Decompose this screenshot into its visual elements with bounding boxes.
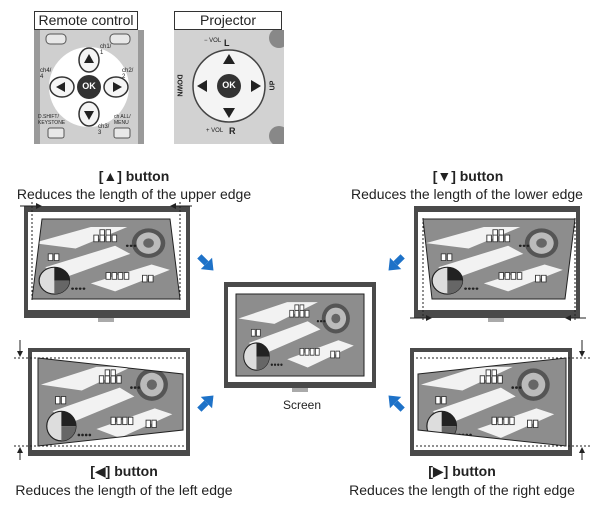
projector-panel-photo: OK L R − VOL + VOL DOWN UP [174, 30, 284, 144]
remote-left-label: ch4/ 4 [40, 68, 52, 80]
projector-vol-plus: + VOL [206, 128, 224, 134]
left-example-screen [14, 340, 190, 460]
menu-label: ch ALL/ MENU [114, 114, 131, 126]
down-button-desc: Reduces the length of the lower edge [351, 186, 583, 202]
projector-l-label: L [224, 38, 230, 48]
remote-control-photo: OK ch1/ 1 ch2/ 2 ch4/ 4 ch3/ 3 D.SHIFT/ … [34, 30, 144, 144]
arrow-down-left [197, 395, 214, 412]
arrow-down-right [388, 395, 405, 412]
remote-control-label: Remote control [34, 11, 138, 30]
up-example-screen [20, 202, 192, 322]
remote-ok-button[interactable]: OK [82, 81, 96, 91]
arrow-up-left [197, 254, 214, 271]
projector-r-label: R [229, 126, 236, 136]
right-button-title: [▶] button [428, 463, 496, 479]
up-button-title: [▲] button [98, 168, 170, 184]
left-button-title: [◀] button [90, 463, 158, 479]
up-button-desc: Reduces the length of the upper edge [16, 186, 252, 202]
keystone-label: D.SHIFT/ KEYSTONE [38, 114, 66, 126]
arrow-up-right [388, 254, 405, 271]
right-button-desc: Reduces the length of the right edge [349, 482, 575, 498]
remote-down-label: ch3/ 3 [98, 124, 110, 136]
right-example-screen [410, 340, 590, 460]
screen-caption: Screen [282, 398, 322, 412]
projector-label: Projector [174, 11, 282, 30]
left-button-desc: Reduces the length of the left edge [15, 482, 233, 498]
down-button-title: [▼] button [432, 168, 504, 184]
center-screen [224, 282, 376, 392]
projector-ok-button[interactable]: OK [222, 80, 236, 90]
projector-vol-minus: − VOL [204, 38, 222, 44]
down-example-screen [410, 206, 586, 322]
remote-right-label: ch2/ 2 [122, 68, 134, 80]
blue-arrows [197, 254, 405, 412]
remote-up-label: ch1/ 1 [100, 44, 112, 56]
